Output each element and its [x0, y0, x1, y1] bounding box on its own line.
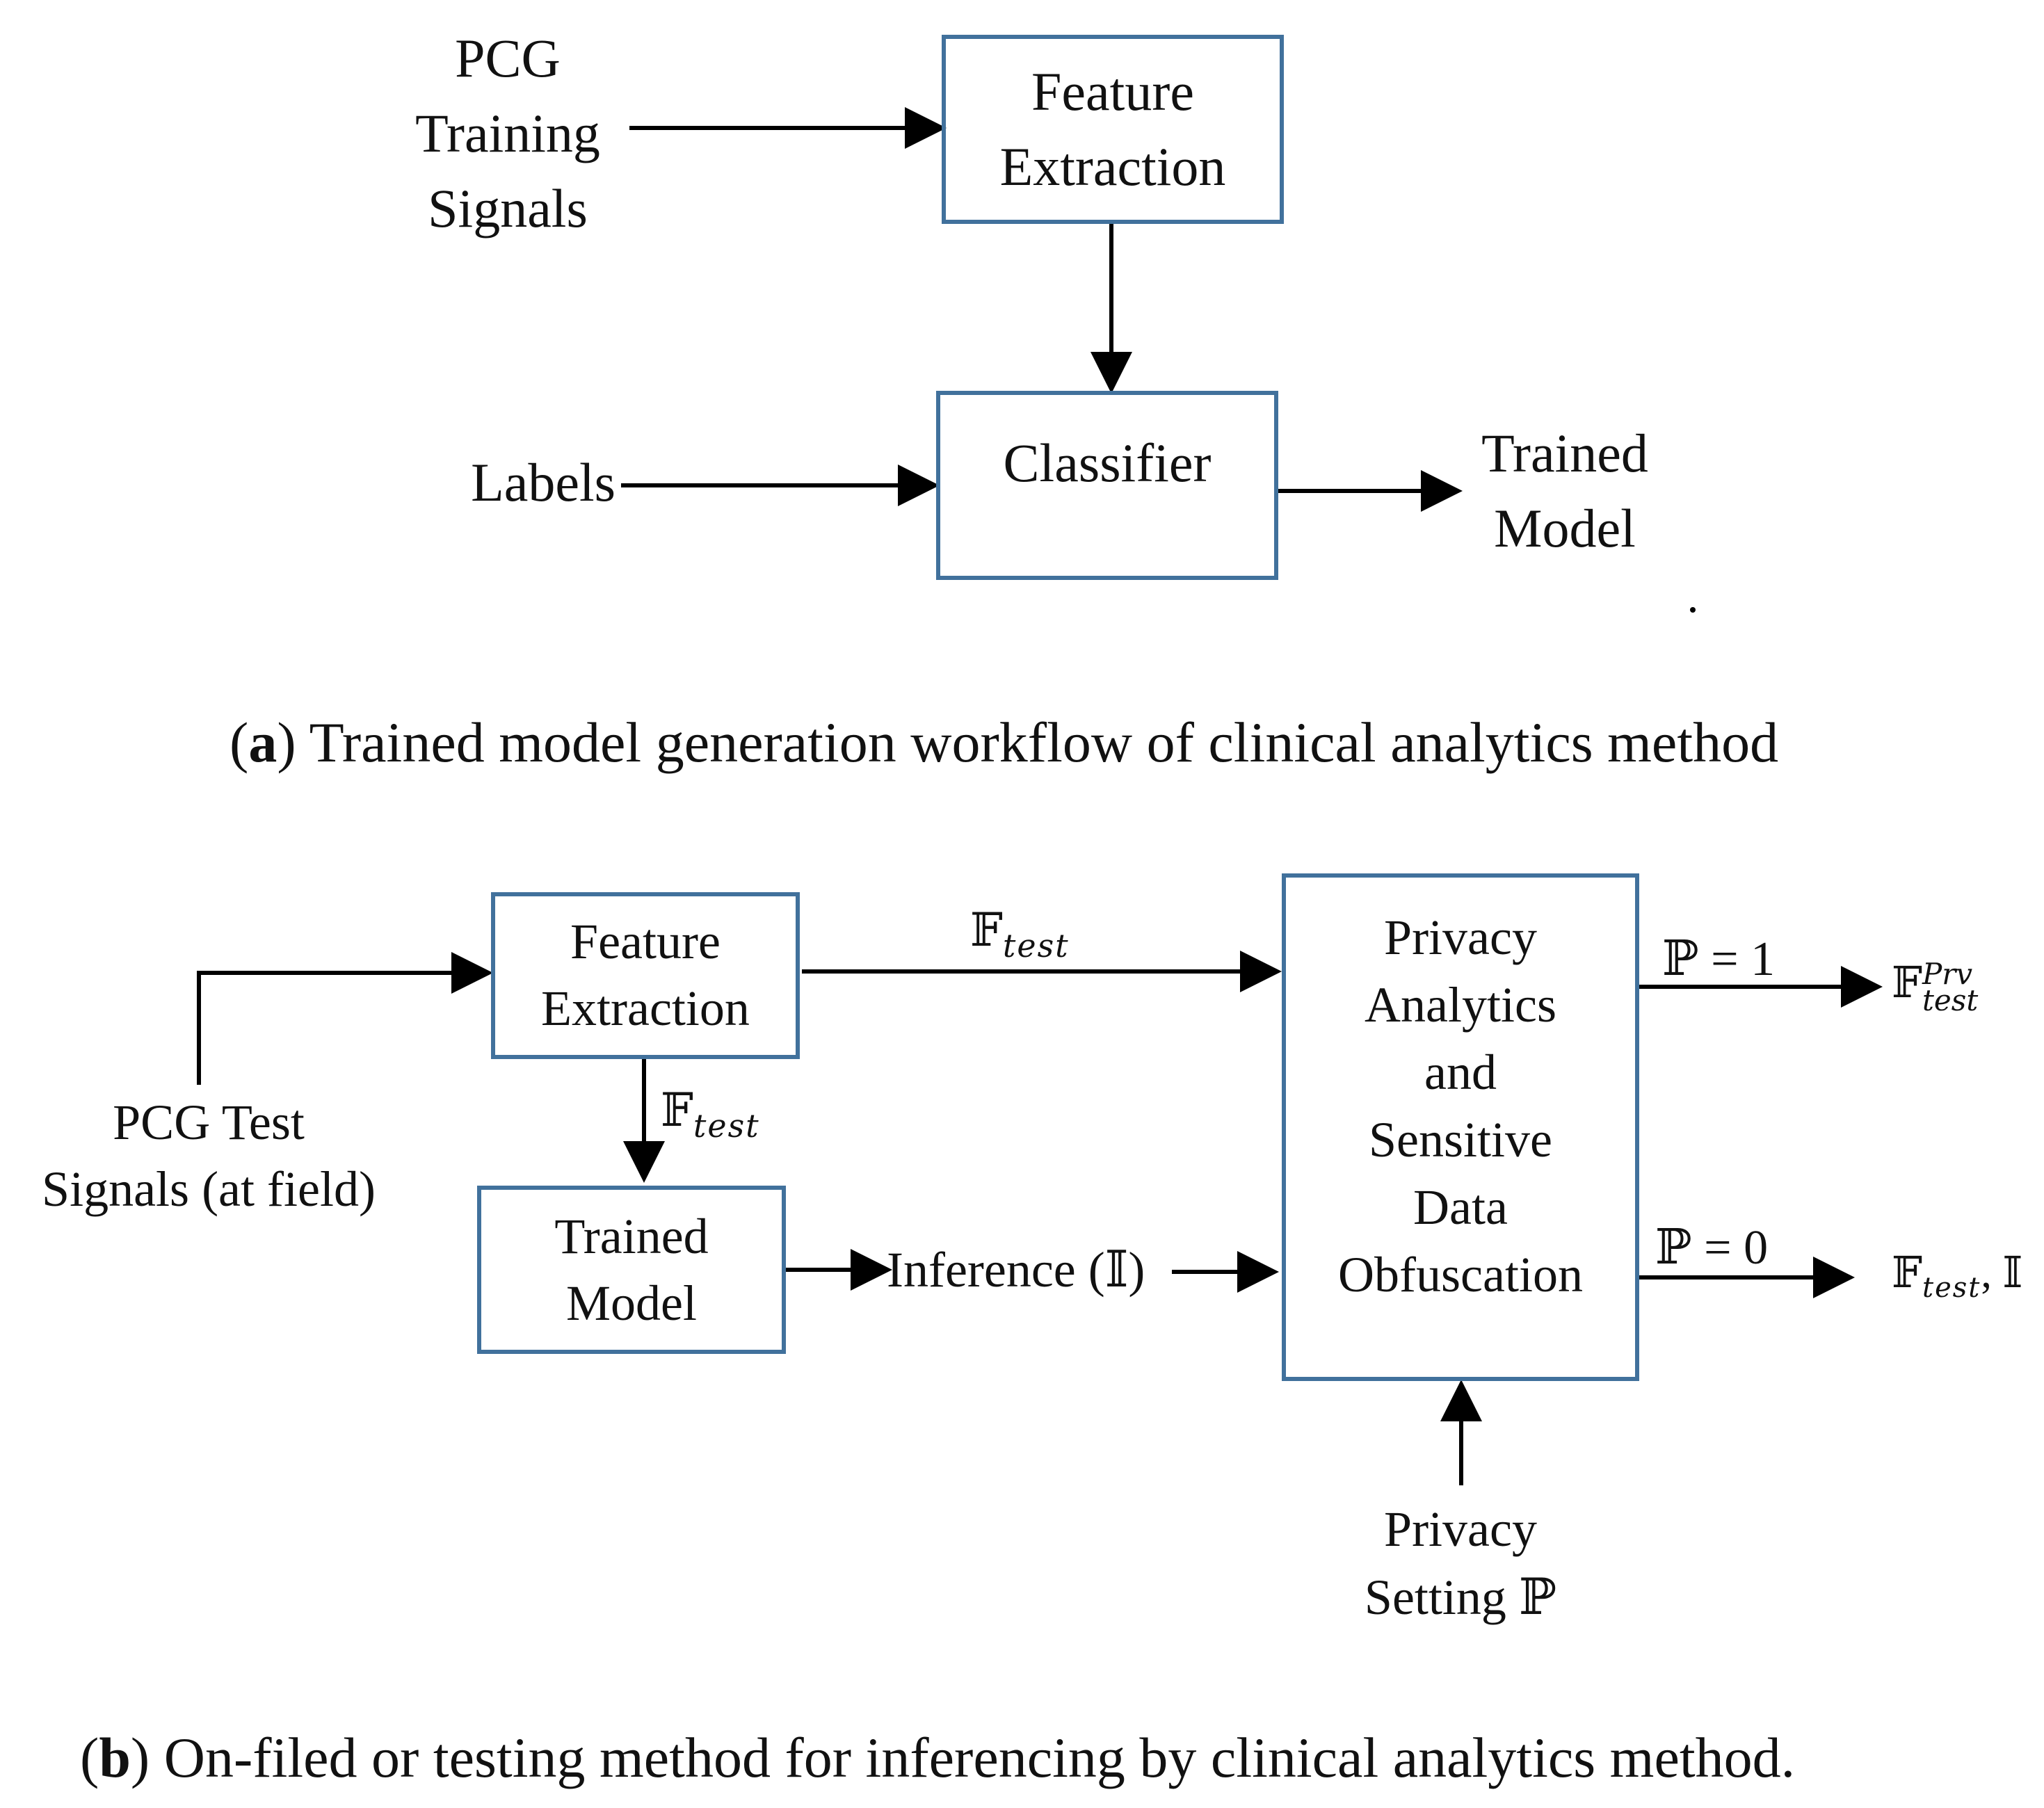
f-test-h-subscript: test [1002, 927, 1070, 964]
f-prv-symbol: 𝔽 [1892, 960, 1923, 1008]
feature-extraction-b-line-1: Feature [570, 914, 721, 969]
pcg-test-signals-label: PCG Test Signals (at field) [14, 1089, 403, 1222]
caption-a-text: Trained model generation workflow of cli… [296, 711, 1779, 774]
trained-model-b-line-2: Model [566, 1275, 697, 1331]
privacy-analytics-label: Privacy Analytics and Sensitive Data Obf… [1282, 904, 1639, 1309]
pcg-training-line-2: Training [415, 103, 600, 163]
trained-model-box-b [477, 1186, 786, 1354]
caption-b-letter: b [99, 1726, 131, 1789]
f-test-v-subscript: test [693, 1107, 760, 1145]
privacy-box-line-5: Data [1413, 1179, 1508, 1235]
caption-a-letter: a [248, 711, 277, 774]
arrow-test-signals-to-feature [197, 952, 493, 1085]
p-equals-0-label: ℙ = 0 [1655, 1221, 1769, 1275]
feature-extraction-label-a: Feature Extraction [942, 54, 1284, 204]
f-out-suffix: , 𝕀 [1981, 1250, 2023, 1297]
trained-model-label-a: Trained Model [1454, 416, 1676, 566]
privacy-setting-line-1: Privacy [1384, 1501, 1537, 1557]
f-out-subscript: test [1922, 1272, 1981, 1304]
privacy-box-line-1: Privacy [1384, 910, 1537, 965]
feature-extraction-box-b [491, 892, 800, 1059]
pcg-test-line-1: PCG Test [113, 1095, 305, 1150]
trained-model-b-line-1: Trained [554, 1209, 709, 1264]
classifier-label: Classifier [1003, 433, 1212, 493]
trained-model-a-line-1: Trained [1481, 423, 1648, 483]
f-prv-subscript: test [1922, 983, 1979, 1017]
privacy-box-line-4: Sensitive [1369, 1112, 1552, 1168]
feature-extraction-b-line-2: Extraction [541, 980, 750, 1036]
classifier-box [936, 391, 1278, 580]
privacy-analytics-box [1282, 873, 1639, 1381]
f-test-v-symbol: 𝔽 [661, 1085, 693, 1136]
privacy-setting-label: Privacy Setting ℙ [1321, 1495, 1600, 1631]
caption-b: (b) On-filed or testing method for infer… [80, 1726, 1796, 1789]
labels-label: Labels [471, 452, 615, 512]
pcg-training-line-1: PCG [455, 28, 561, 88]
caption-a: (a) Trained model generation workflow of… [230, 711, 1779, 774]
feature-extraction-label-b: Feature Extraction [491, 908, 800, 1042]
f-test-label-horizontal: 𝔽test [970, 905, 1070, 962]
f-test-label-vertical: 𝔽test [661, 1085, 760, 1143]
pcg-training-signals-label: PCG Training Signals [386, 21, 629, 246]
pcg-test-line-2: Signals (at field) [42, 1161, 376, 1217]
inference-label: Inference (𝕀) [887, 1242, 1145, 1298]
caption-b-text: On-filed or testing method for inferenci… [150, 1726, 1796, 1789]
feature-extraction-box-a [942, 35, 1284, 224]
f-test-i-output: 𝔽test, 𝕀 [1892, 1250, 2023, 1302]
f-test-h-symbol: 𝔽 [970, 905, 1003, 956]
feature-extraction-a-line-2: Extraction [999, 136, 1226, 197]
privacy-box-line-2: Analytics [1365, 977, 1556, 1033]
trained-model-a-line-2: Model [1494, 498, 1636, 558]
pcg-training-line-3: Signals [428, 178, 588, 239]
privacy-setting-line-2: Setting ℙ [1364, 1569, 1557, 1625]
privacy-box-line-6: Obfuscation [1338, 1247, 1583, 1302]
stray-dot [1690, 607, 1696, 613]
feature-extraction-a-line-1: Feature [1031, 61, 1194, 122]
privacy-box-line-3: and [1424, 1044, 1497, 1100]
trained-model-label-b: Trained Model [477, 1203, 786, 1337]
f-prv-superscript: Prv [1922, 957, 1973, 991]
f-out-symbol: 𝔽 [1892, 1250, 1923, 1297]
p-equals-1-label: ℙ = 1 [1662, 933, 1776, 986]
